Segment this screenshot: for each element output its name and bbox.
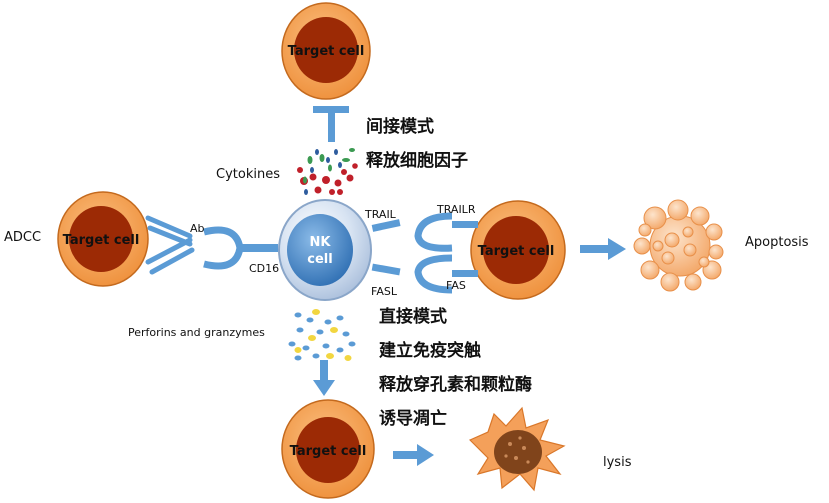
ab-label: Ab — [190, 222, 205, 235]
fasl-label: FASL — [371, 285, 398, 298]
arrow-to-lysis — [393, 444, 434, 466]
target-cell-right-label: Target cell — [478, 244, 555, 259]
target-cell-bottom: Target cell — [281, 399, 375, 499]
nk-cell: NK cell — [278, 199, 372, 301]
direct-mode-line3: 释放穿孔素和颗粒酶 — [379, 374, 532, 395]
indirect-mode-line1: 间接模式 — [366, 116, 434, 137]
direct-mode-line4: 诱导凋亡 — [379, 408, 447, 429]
trail-ligand-icon — [371, 219, 401, 232]
cd16-receptor-icon — [203, 226, 278, 270]
cd16-label: CD16 — [249, 262, 279, 275]
nk-label-line2: cell — [307, 252, 332, 267]
granule-particles — [288, 309, 356, 361]
target-cell-left-label: Target cell — [63, 233, 140, 248]
target-cell-top: Target cell — [281, 2, 371, 100]
apoptosis-label: Apoptosis — [745, 235, 809, 250]
target-cell-top-label: Target cell — [288, 44, 365, 59]
trailr-receptor-icon — [414, 212, 478, 252]
trailr-label: TRAILR — [436, 203, 476, 216]
lysis-label: lysis — [603, 455, 632, 470]
inhibit-bar — [313, 106, 349, 113]
inhibit-stem — [328, 112, 335, 142]
arrow-to-bottom-target — [313, 360, 335, 396]
trail-label: TRAIL — [364, 208, 397, 221]
antibody-icon — [145, 215, 195, 275]
indirect-mode-line2: 释放细胞因子 — [366, 150, 468, 171]
perforins-label: Perforins and granzymes — [128, 326, 265, 339]
adcc-label: ADCC — [4, 230, 41, 245]
lysed-cell-icon — [468, 406, 566, 492]
arrow-to-apoptosis — [580, 238, 626, 260]
target-cell-left: Target cell — [57, 191, 149, 287]
fas-receptor-icon — [414, 254, 478, 294]
cytokines-label: Cytokines — [216, 167, 280, 182]
direct-mode-line2: 建立免疫突触 — [379, 340, 481, 361]
nk-label-line1: NK — [310, 235, 332, 250]
direct-mode-line1: 直接模式 — [379, 306, 447, 327]
target-cell-right: Target cell — [470, 200, 566, 300]
apoptotic-cell-icon — [633, 199, 724, 292]
cytokine-particles — [297, 148, 358, 195]
fasl-ligand-icon — [371, 263, 401, 276]
target-cell-bottom-label: Target cell — [290, 444, 367, 459]
fas-label: FAS — [446, 279, 466, 292]
